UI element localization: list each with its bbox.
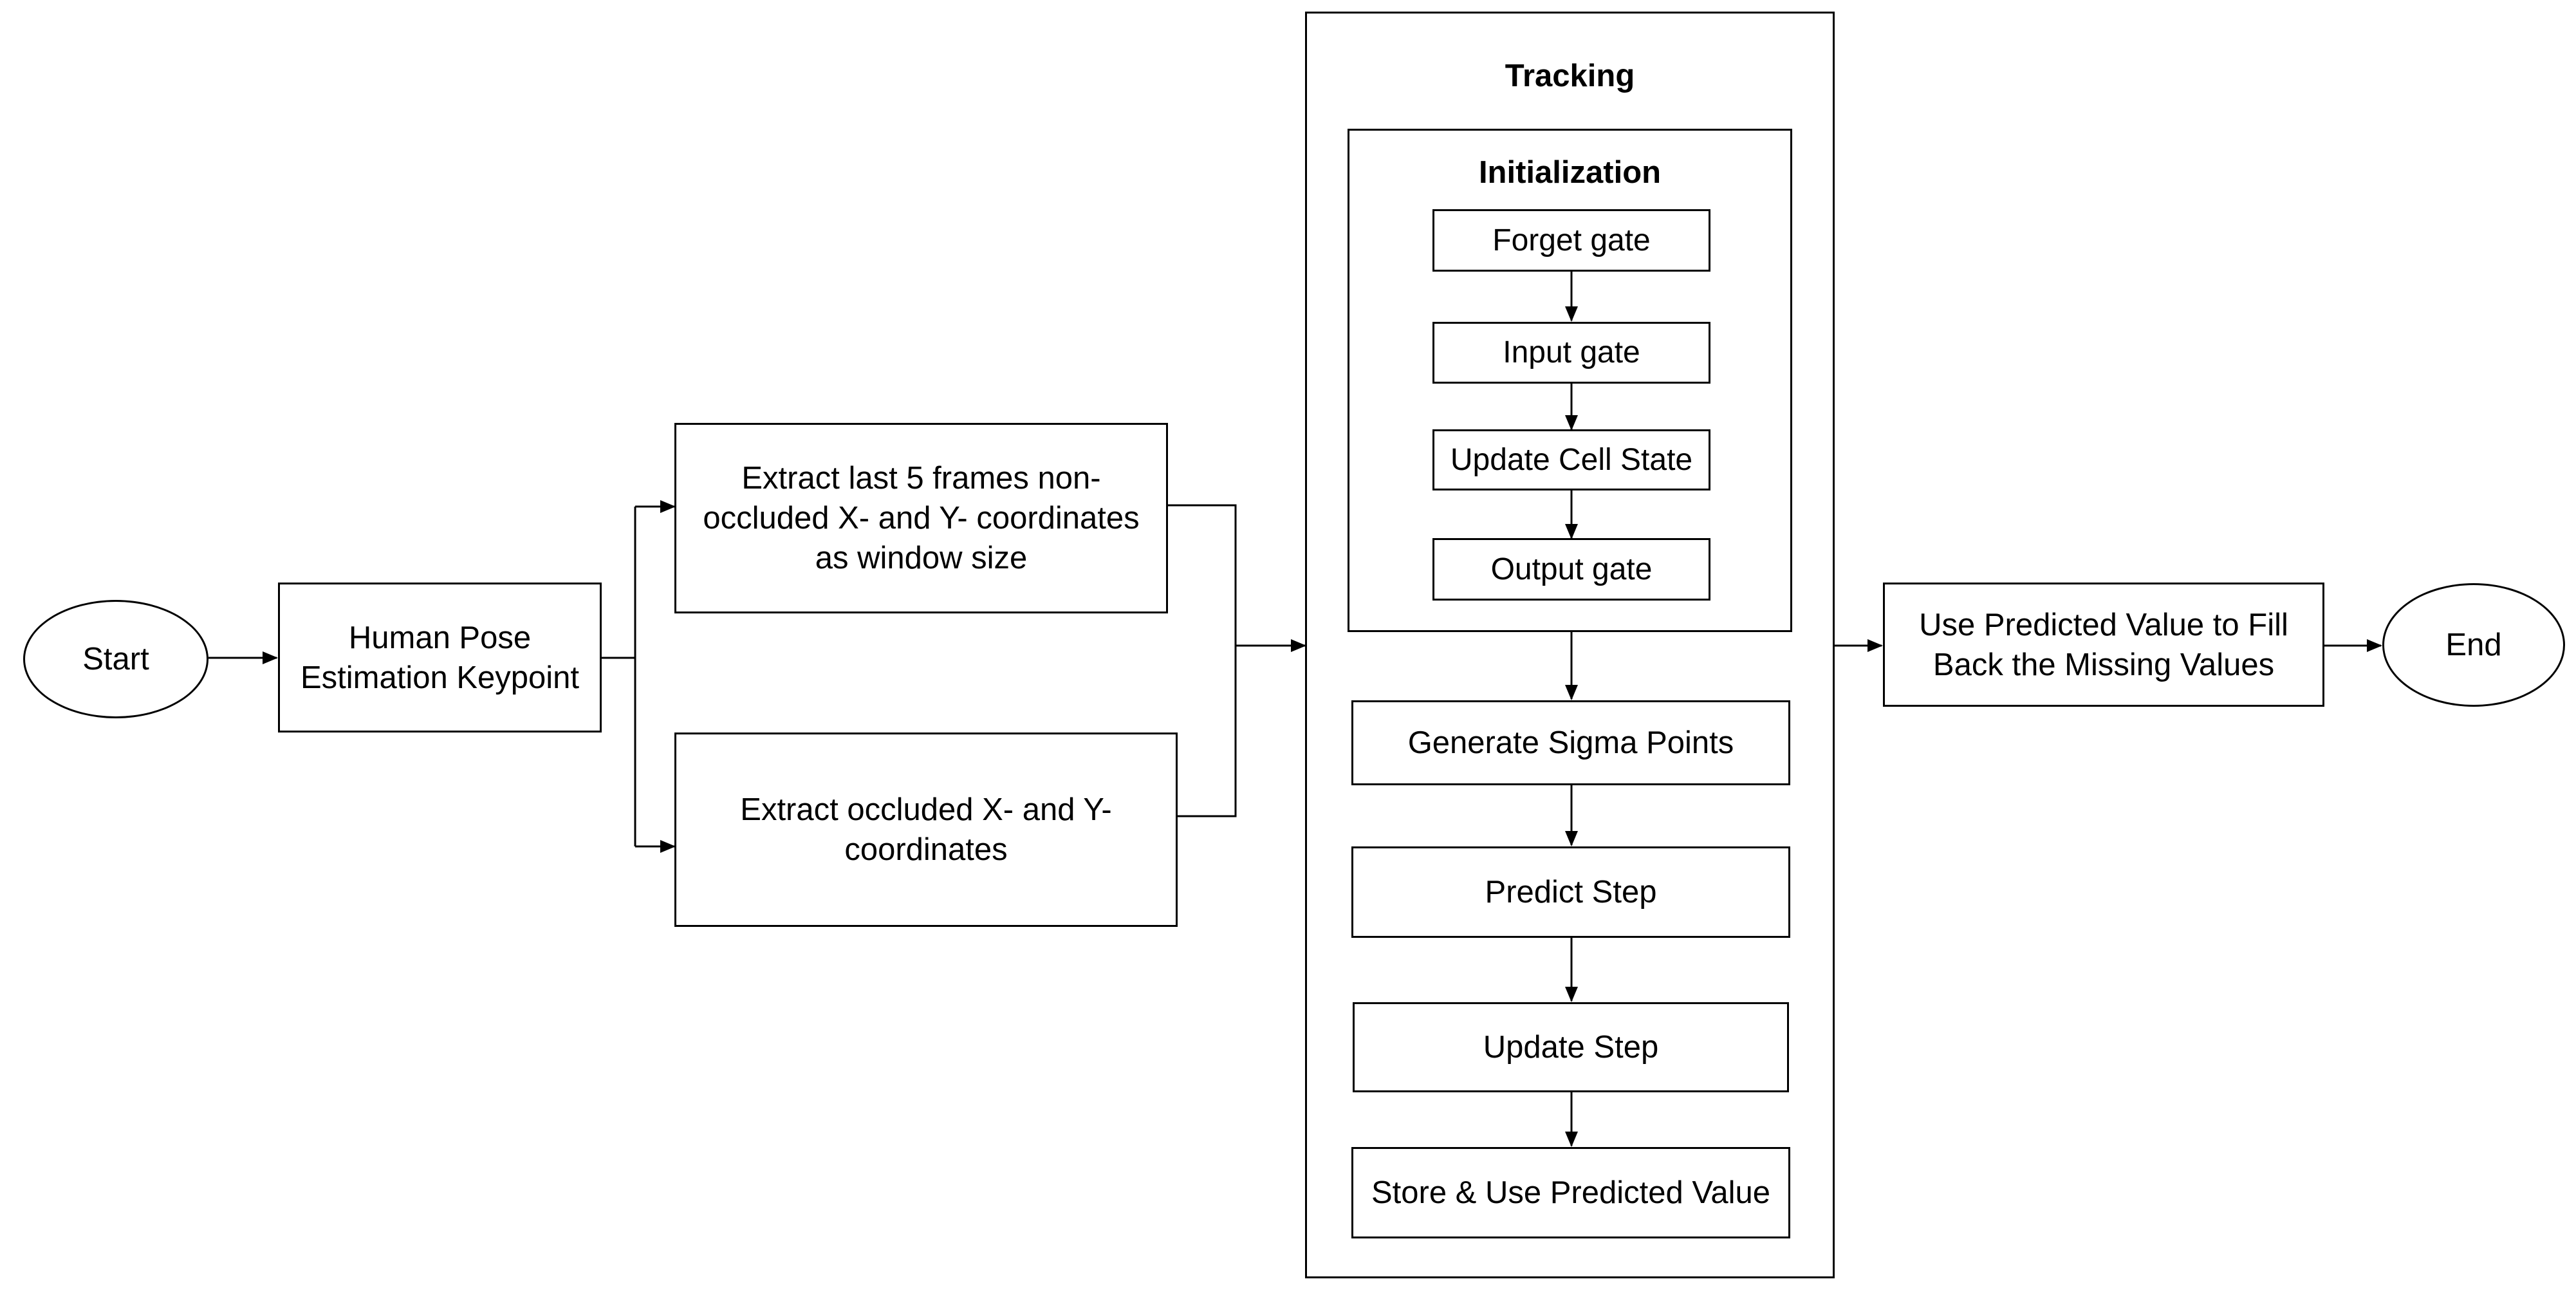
extract-occluded-label: Extract occluded X- and Y- coordinates: [740, 792, 1112, 867]
output-gate-label: Output gate: [1490, 552, 1653, 586]
line-extract-occluded-out: [1178, 646, 1237, 817]
update-step-label: Update Step: [1483, 1030, 1659, 1065]
initialization-group: [1348, 129, 1792, 632]
initialization-title: Initialization: [1478, 155, 1662, 190]
extract-last-frames-node: Extract last 5 frames non-occluded X- an…: [674, 423, 1168, 613]
use-predicted-value-node: Use Predicted Value to Fill Back the Mis…: [1883, 583, 2324, 707]
use-predicted-value-label: Use Predicted Value to Fill Back the Mis…: [1919, 607, 2288, 682]
generate-sigma-points-node: Generate Sigma Points: [1351, 700, 1790, 785]
forget-gate-node: Forget gate: [1432, 209, 1710, 272]
start-label: Start: [82, 642, 149, 676]
output-gate-node: Output gate: [1432, 538, 1710, 601]
extract-occluded-node: Extract occluded X- and Y- coordinates: [674, 732, 1178, 927]
line-extract-last-out: [1168, 504, 1237, 646]
store-use-predicted-node: Store & Use Predicted Value: [1351, 1147, 1790, 1238]
update-step-node: Update Step: [1353, 1002, 1789, 1092]
end-label: End: [2445, 628, 2502, 662]
end-node: End: [2382, 583, 2565, 707]
human-pose-estimation-node: Human Pose Estimation Keypoint: [278, 583, 602, 732]
predict-step-node: Predict Step: [1351, 846, 1790, 938]
update-cell-state-label: Update Cell State: [1450, 442, 1693, 477]
tracking-group: [1305, 12, 1835, 1278]
update-cell-state-node: Update Cell State: [1432, 429, 1710, 490]
input-gate-node: Input gate: [1432, 322, 1710, 384]
start-node: Start: [23, 600, 208, 718]
input-gate-label: Input gate: [1503, 335, 1640, 369]
tracking-title: Tracking: [1505, 59, 1635, 93]
store-use-predicted-label: Store & Use Predicted Value: [1371, 1175, 1771, 1210]
human-pose-estimation-label: Human Pose Estimation Keypoint: [300, 620, 580, 695]
extract-last-frames-label: Extract last 5 frames non-occluded X- an…: [703, 461, 1140, 575]
generate-sigma-points-label: Generate Sigma Points: [1407, 725, 1734, 760]
predict-step-label: Predict Step: [1485, 875, 1657, 910]
forget-gate-label: Forget gate: [1492, 223, 1651, 257]
